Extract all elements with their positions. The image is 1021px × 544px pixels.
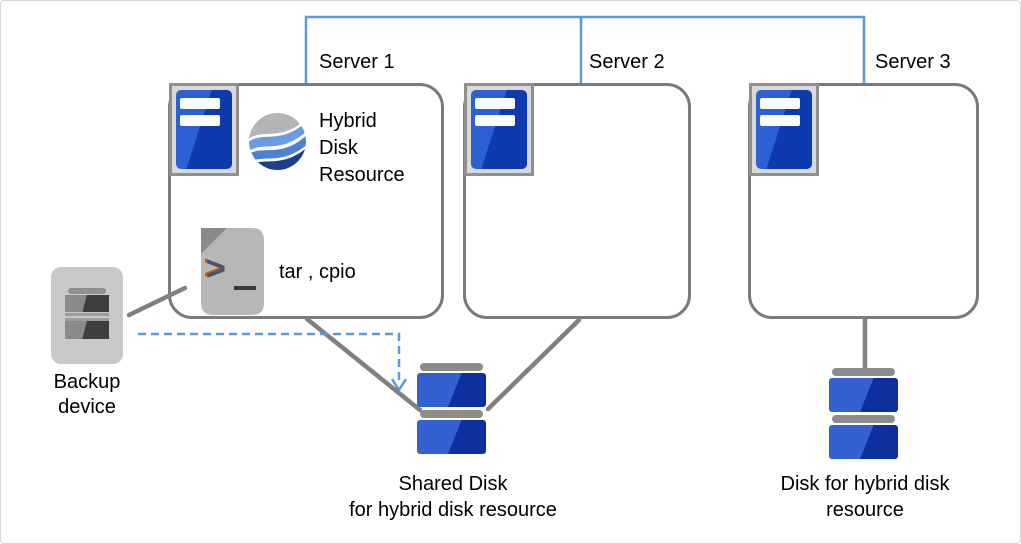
backup-tape-slot	[65, 295, 109, 312]
shared-disk-label: Shared Disk for hybrid disk resource	[333, 471, 573, 523]
backup-device-divider	[65, 318, 109, 321]
backup-device-top-bar	[68, 288, 106, 294]
backup-device-divider	[65, 313, 109, 316]
server-icon-slot	[760, 115, 800, 126]
backup-device-label-line2: device	[58, 396, 116, 418]
file-body	[201, 228, 264, 315]
backup-device-label: Backup device	[15, 370, 159, 420]
server-icon	[464, 83, 534, 176]
logo-gray-band	[249, 113, 306, 139]
server-icon-slot	[760, 98, 800, 109]
backup-device-label-line1: Backup	[53, 371, 121, 393]
hybrid-disk-resource-label-line2: Disk	[319, 137, 358, 159]
server-icon-slot	[180, 115, 220, 126]
terminal-script-file-icon: > >	[201, 228, 264, 315]
hybrid-disk-icon	[829, 368, 898, 460]
file-fold-corner	[201, 228, 227, 254]
hybrid-disk-label: Disk for hybrid disk resource	[745, 471, 985, 523]
server-icon	[169, 83, 239, 176]
server3-box	[748, 83, 979, 319]
logo-mid-blue-band	[249, 135, 306, 163]
logo-dark-blue-band	[249, 148, 306, 170]
backup-tape-slot	[65, 321, 109, 339]
hybrid-disk-resource-label-line3: Resource	[319, 164, 405, 186]
disk-platter	[829, 378, 898, 412]
disk-platter	[829, 425, 898, 459]
backup-device-icon	[51, 267, 123, 364]
prompt-underscore	[234, 286, 256, 290]
shared-disk-icon	[417, 363, 486, 455]
prompt-glyph: >	[206, 250, 226, 288]
server-icon-slot	[475, 98, 515, 109]
backup-flow-arrowhead-icon	[390, 378, 408, 393]
disk-cap	[832, 415, 895, 423]
server-icon-slot	[475, 115, 515, 126]
shared-disk-label-line2: for hybrid disk resource	[349, 499, 557, 521]
disk-platter	[417, 373, 486, 407]
hybrid-disk-resource-label-line1: Hybrid	[319, 110, 377, 132]
hybrid-disk-label-line2: resource	[826, 499, 904, 521]
hybrid-disk-label-line1: Disk for hybrid disk	[780, 473, 950, 495]
disk-cap	[420, 363, 483, 371]
server2-shared-disk-connector	[485, 317, 582, 412]
disk-platter	[417, 420, 486, 454]
server-icon	[749, 83, 819, 176]
server-icon-slot	[180, 98, 220, 109]
server3-label: Server 3	[875, 51, 951, 73]
hybrid-disk-resource-label: Hybrid Disk Resource	[319, 108, 405, 189]
server1-label: Server 1	[319, 51, 395, 73]
hybrid-disk-resource-icon	[249, 113, 306, 170]
prompt-glyph-shadow: >	[204, 249, 224, 287]
logo-light-blue-band	[249, 122, 306, 152]
disk-cap	[420, 410, 483, 418]
server2-label: Server 2	[589, 51, 665, 73]
backup-flow-dashed-line	[138, 332, 401, 380]
shared-disk-label-line1: Shared Disk	[398, 473, 508, 495]
backup-tools-label: tar , cpio	[279, 261, 356, 283]
server1-shared-disk-connector	[304, 316, 423, 413]
disk-cap	[832, 368, 895, 376]
